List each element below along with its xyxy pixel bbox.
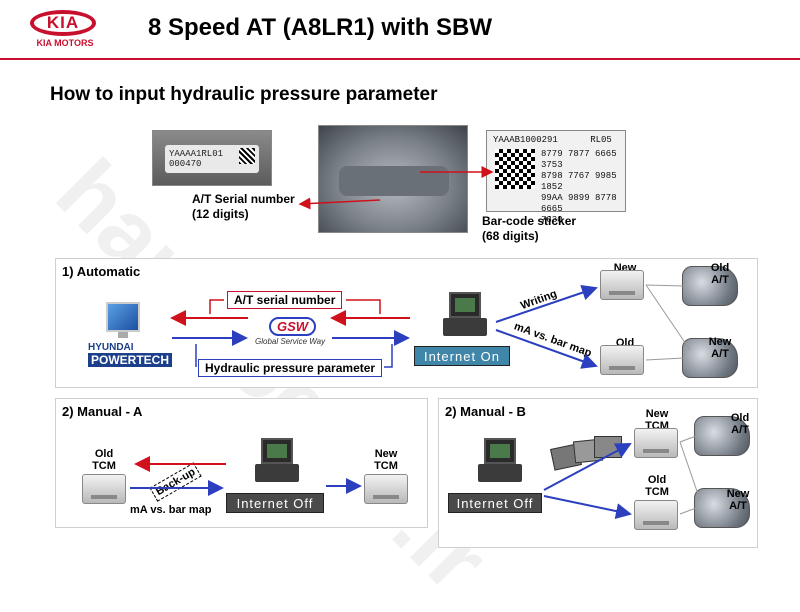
manual-a-internet-off-badge: Internet Off: [226, 493, 324, 513]
gsw-logo: GSW Global Service Way: [255, 315, 325, 347]
manual-b-laptop-icon: [478, 438, 522, 484]
barcode-row: 8779 7877 6665 3753: [541, 149, 617, 170]
manual-a-old-tcm-icon: [82, 474, 126, 504]
barcode-sticker-label: Bar-code sticker (68 digits): [482, 214, 576, 244]
laptop-icon: [443, 292, 487, 338]
manual-b-old-at-label: Old A/T: [730, 412, 750, 436]
serial-number-label-line1: A/T Serial number: [192, 192, 295, 206]
kia-logo-text: KIA MOTORS: [36, 38, 94, 48]
manual-b-title: 2) Manual - B: [445, 404, 526, 419]
new-at-label: New A/T: [708, 336, 732, 360]
manual-a-title: 2) Manual - A: [62, 404, 143, 419]
gsw-logo-mark: GSW: [269, 317, 317, 336]
internet-on-badge: Internet On: [414, 346, 510, 366]
barcode-sticker-label-line1: Bar-code sticker: [482, 214, 577, 228]
hydraulic-parameter-box: Hydraulic pressure parameter: [198, 359, 383, 377]
transmission-photo: [318, 125, 468, 233]
manual-b-old-transmission-icon: [694, 416, 750, 456]
hyundai-logo-text: HYUNDAI: [88, 342, 134, 353]
manual-a-old-tcm-label: Old TCM: [92, 448, 116, 472]
new-tcm-icon: [600, 270, 644, 300]
manual-a-new-tcm-label: New TCM: [374, 448, 398, 472]
serial-number-label-line2: (12 digits): [192, 207, 249, 221]
title-divider: [0, 58, 800, 60]
barcode-sticker-photo: YAAAB1000291 RL05 8779 7877 6665 3753 87…: [486, 130, 626, 225]
computer-icon: [106, 302, 140, 332]
barcode-row: 8798 7767 9985 1852: [541, 171, 617, 192]
old-transmission-icon: [682, 266, 738, 306]
hyundai-powertech-logo: HYUNDAI POWERTECH: [88, 300, 172, 368]
kia-logo-mark: KIA: [30, 10, 96, 36]
manual-b-internet-off-badge: Internet Off: [448, 493, 542, 513]
old-tcm-icon: [600, 345, 644, 375]
qr-code-icon: [495, 149, 535, 189]
screenshot-thumbnails: [550, 436, 622, 472]
manual-b-new-transmission-icon: [694, 488, 750, 528]
automatic-panel: [55, 258, 758, 388]
barcode-row: 7830: [541, 215, 563, 225]
manual-b-old-tcm-label: Old TCM: [645, 474, 669, 498]
barcode-sticker-label-line2: (68 digits): [482, 229, 539, 243]
manual-a-new-tcm-icon: [364, 474, 408, 504]
barcode-header: YAAAB1000291 RL05: [493, 135, 612, 145]
manual-b-new-at-label: New A/T: [726, 488, 750, 512]
serial-tag-photo: YAAAA1RL01 000470: [152, 130, 272, 186]
manual-a-ma-map-label: mA vs. bar map: [130, 504, 212, 516]
powertech-logo-text: POWERTECH: [88, 353, 172, 367]
serial-tag-text: YAAAA1RL01 000470: [169, 149, 224, 169]
gsw-logo-subtitle: Global Service Way: [255, 337, 326, 346]
qr-code-icon: [239, 148, 255, 164]
manual-b-new-tcm-icon: [634, 428, 678, 458]
manual-b-old-tcm-icon: [634, 500, 678, 530]
manual-a-laptop-icon: [255, 438, 299, 484]
kia-logo: KIA KIA MOTORS: [30, 10, 100, 48]
page-subtitle: How to input hydraulic pressure paramete…: [50, 84, 438, 105]
at-serial-number-box: A/T serial number: [227, 291, 343, 309]
barcode-row: 99AA 9899 8778 6665: [541, 193, 617, 214]
old-at-label: Old A/T: [710, 262, 730, 286]
automatic-title: 1) Automatic: [62, 264, 141, 279]
serial-number-label: A/T Serial number (12 digits): [192, 192, 295, 222]
page-title: 8 Speed AT (A8LR1) with SBW: [148, 14, 493, 41]
